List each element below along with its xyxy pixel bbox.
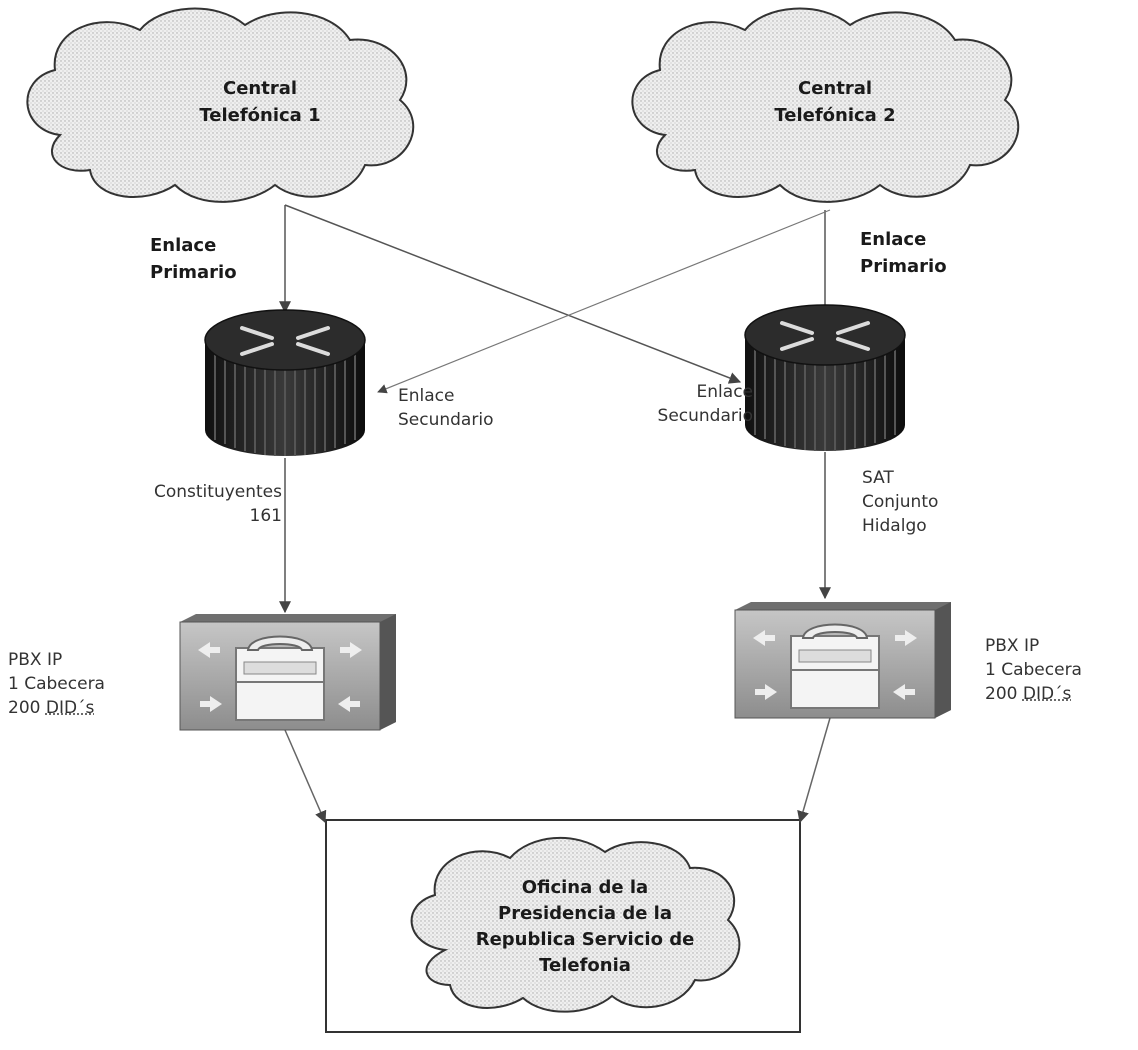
secondary-link-right-label: Enlace Secundario <box>657 382 753 426</box>
pbx-right-to-office-arrow <box>797 717 831 824</box>
pbx-left-line1: PBX IP <box>8 650 63 670</box>
site-right-label: SAT Conjunto Hidalgo <box>862 468 939 536</box>
central-1-label: Central Telefónica 1 <box>199 78 321 126</box>
pbx-right-line2: 1 Cabecera <box>985 660 1082 680</box>
router-left-icon <box>204 309 366 456</box>
cloud-central-1 <box>26 7 415 203</box>
pbx-right-icon <box>734 602 951 719</box>
central-2-label: Central Telefónica 2 <box>774 78 896 126</box>
office-label: Oficina de la Presidencia de la Republic… <box>475 877 695 976</box>
pbx-left-to-office-arrow <box>284 729 327 824</box>
secondary-link-left-label: Enlace Secundario <box>398 386 494 430</box>
pbx-left-line2: 1 Cabecera <box>8 674 105 694</box>
primary-link-right-label: Enlace Primario <box>860 229 947 277</box>
cloud-office <box>410 836 741 1013</box>
secondary-link-cross-arrow-2 <box>377 209 831 394</box>
cloud-central-2 <box>631 7 1020 203</box>
office-frame <box>325 819 801 1033</box>
pbx-right-label: PBX IP 1 Cabecera 200 DID´s <box>985 634 1082 706</box>
primary-link-left-label: Enlace Primario <box>150 235 237 283</box>
pbx-right-line3: 200 DID´s <box>985 684 1072 704</box>
pbx-left-label: PBX IP 1 Cabecera 200 DID´s <box>8 648 105 720</box>
secondary-link-cross-arrow-1 <box>284 204 742 384</box>
router-right-icon <box>744 304 906 451</box>
pbx-left-line3: 200 DID´s <box>8 698 95 718</box>
pbx-right-line1: PBX IP <box>985 636 1040 656</box>
pbx-left-icon <box>179 614 396 731</box>
site-left-label: Constituyentes 161 <box>153 482 282 526</box>
